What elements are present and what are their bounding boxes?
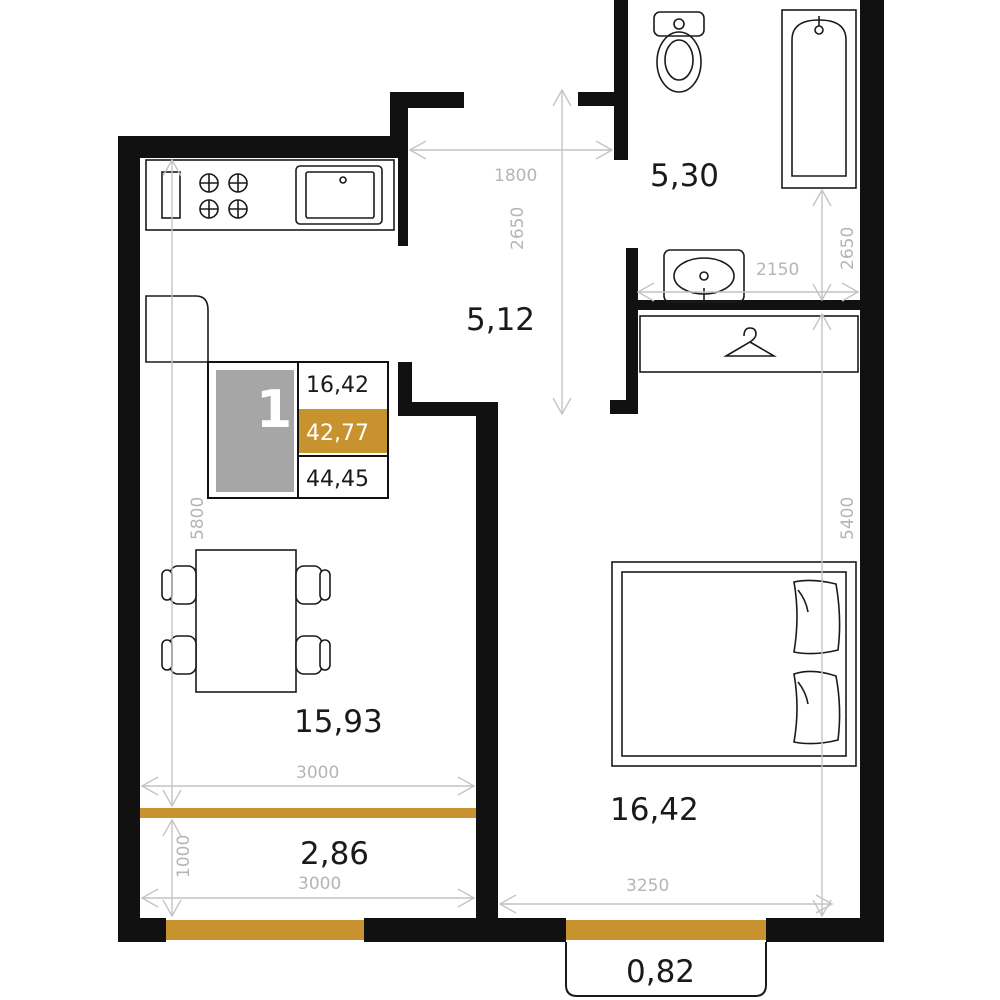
- bathroom-fixtures: [653, 9, 857, 303]
- wall-bath-bedroom: [626, 300, 860, 310]
- fridge-icon: [145, 295, 209, 363]
- kitchen-furniture: [145, 159, 395, 363]
- dim-loggia-depth: 1000: [174, 835, 194, 878]
- room-count: 1: [256, 380, 292, 440]
- wall-kitchen-bedroom-top: [398, 402, 498, 416]
- bathtub-icon: [781, 9, 857, 189]
- washbasin-icon: [663, 249, 745, 303]
- wardrobe: [639, 315, 859, 373]
- bed-mattress: [621, 571, 847, 757]
- wall-bath-lower-foot: [610, 400, 638, 414]
- window-bedroom: [566, 920, 766, 940]
- dimension-labels: 1800 2650 2150 2650 5800 5400 3000 3000 …: [174, 166, 858, 896]
- wall-kitchen-bedroom: [476, 402, 498, 942]
- bed: [611, 561, 857, 767]
- wall-hall-top-left: [390, 92, 464, 108]
- room-count-icon: [216, 370, 294, 492]
- total-area-cell: [299, 409, 387, 453]
- dim-kitchen-width: 3000: [296, 763, 339, 783]
- window-loggia: [166, 920, 364, 940]
- wall-kitchen-hall-stub: [398, 158, 408, 246]
- wall-top-kitchen: [118, 136, 408, 158]
- total-area-balcony-cell: [299, 457, 387, 497]
- total-area-balcony-value: 44,45: [306, 467, 369, 492]
- area-hall: 5,12: [466, 302, 535, 338]
- dining-set: [161, 549, 331, 693]
- balcony-box: [565, 942, 767, 997]
- chair-icon: [161, 635, 197, 675]
- dim-bath-length: 2650: [838, 227, 858, 270]
- chair-icon: [295, 565, 331, 605]
- dim-bedroom-width: 3250: [626, 876, 669, 896]
- living-area-cell: [299, 363, 387, 405]
- dim-hall-length: 2650: [508, 207, 528, 250]
- chair-icon: [161, 565, 197, 605]
- wall-bottom-right: [766, 918, 884, 942]
- hanger-icon: [723, 327, 777, 357]
- stove-icon: [161, 171, 248, 219]
- dim-loggia-width: 3000: [298, 874, 341, 894]
- area-kitchen: 15,93: [294, 704, 383, 740]
- bed-frame: [611, 561, 857, 767]
- wardrobe-cabinet: [639, 315, 859, 373]
- room-areas: 5,30 5,12 15,93 16,42 2,86: [294, 158, 719, 872]
- dim-bedroom-length: 5400: [838, 497, 858, 540]
- walls: [118, 0, 884, 942]
- toilet-icon: [653, 11, 705, 93]
- balcony-label: 0,82: [565, 942, 767, 997]
- pillow-icon: [793, 670, 841, 745]
- wall-bath-left: [614, 0, 628, 160]
- wall-left: [118, 136, 140, 942]
- wall-bottom-mid: [364, 918, 566, 942]
- windows: [140, 808, 766, 940]
- wall-bath-lower: [626, 248, 638, 414]
- area-balcony: 0,82: [626, 954, 695, 990]
- area-bathroom: 5,30: [650, 158, 719, 194]
- area-summary: 1 16,42 42,77 44,45: [207, 361, 389, 499]
- living-area-value: 16,42: [306, 373, 369, 398]
- area-loggia: 2,86: [300, 836, 369, 872]
- wall-kitchen-bedroom-stub: [398, 362, 412, 414]
- dim-bath-width: 2150: [756, 260, 799, 280]
- chair-icon: [295, 635, 331, 675]
- dim-hall-width: 1800: [494, 166, 537, 186]
- area-bedroom: 16,42: [610, 792, 699, 828]
- dining-table: [195, 549, 297, 693]
- dimension-lines: [140, 88, 860, 918]
- total-area-value: 42,77: [306, 421, 369, 446]
- wall-bath-right: [860, 0, 884, 942]
- kitchen-sink-icon: [295, 165, 383, 225]
- dim-kitchen-length: 5800: [188, 497, 208, 540]
- pillow-icon: [793, 579, 841, 655]
- wall-hall-left: [390, 92, 408, 158]
- loggia-divider: [140, 808, 476, 818]
- wall-bottom-left: [118, 918, 166, 942]
- kitchen-counter: [145, 159, 395, 231]
